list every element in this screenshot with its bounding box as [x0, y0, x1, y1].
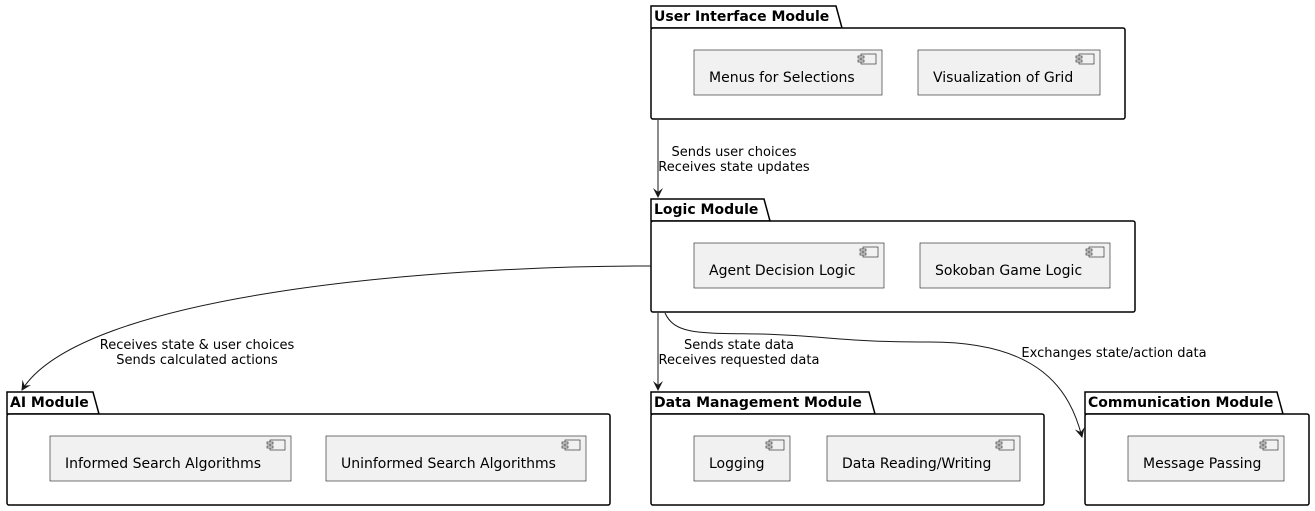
- component-menus-for-selections[interactable]: Menus for Selections: [693, 49, 883, 96]
- package-logic-module: Logic Module Agent Decision Logic Sokoba…: [650, 198, 1136, 313]
- component-label: Data Reading/Writing: [842, 456, 991, 472]
- component-sokoban-game-logic[interactable]: Sokoban Game Logic: [919, 242, 1111, 289]
- package-data-management-module: Data Management Module Logging Data Read…: [650, 391, 1045, 506]
- edge-logic-to-communication: Exchanges state/action data: [664, 312, 1207, 438]
- component-informed-search-algorithms[interactable]: Informed Search Algorithms: [49, 435, 292, 482]
- edge-ui-to-logic: Sends user choices Receives state update…: [653, 120, 810, 198]
- package-communication-module: Communication Module Message Passing: [1084, 391, 1310, 506]
- component-visualization-of-grid[interactable]: Visualization of Grid: [917, 49, 1101, 96]
- package-title: Data Management Module: [654, 395, 862, 411]
- component-label: Visualization of Grid: [933, 70, 1073, 86]
- component-label: Sokoban Game Logic: [935, 263, 1082, 279]
- component-label: Logging: [709, 456, 765, 472]
- edge-label-line: Exchanges state/action data: [1021, 346, 1206, 361]
- edge-logic-to-data: Sends state data Receives requested data: [653, 313, 820, 391]
- package-title: Logic Module: [654, 202, 758, 218]
- edge-label-line: Sends state data: [684, 338, 794, 353]
- component-label: Message Passing: [1143, 456, 1261, 472]
- edge-label-line: Receives state updates: [658, 160, 810, 175]
- edge-label-line: Receives requested data: [659, 353, 820, 368]
- package-title: Communication Module: [1088, 395, 1273, 411]
- component-label: Agent Decision Logic: [709, 263, 856, 279]
- edge-logic-to-ai: Receives state & user choices Sends calc…: [21, 265, 652, 391]
- component-message-passing[interactable]: Message Passing: [1127, 435, 1285, 482]
- component-logging[interactable]: Logging: [693, 435, 791, 482]
- package-user-interface-module: User Interface Module Menus for Selectio…: [650, 5, 1126, 120]
- edge-label-line: Sends calculated actions: [116, 353, 278, 368]
- package-ai-module: AI Module Informed Search Algorithms Uni…: [6, 391, 611, 506]
- component-data-reading-writing[interactable]: Data Reading/Writing: [826, 435, 1021, 482]
- package-title: User Interface Module: [654, 9, 829, 25]
- component-label: Menus for Selections: [709, 70, 855, 86]
- package-title: AI Module: [10, 395, 89, 411]
- component-agent-decision-logic[interactable]: Agent Decision Logic: [693, 242, 885, 289]
- component-label: Uninformed Search Algorithms: [341, 456, 556, 472]
- edge-label-line: Sends user choices: [671, 145, 796, 160]
- edge-label-line: Receives state & user choices: [100, 338, 295, 353]
- component-label: Informed Search Algorithms: [65, 456, 261, 472]
- component-uninformed-search-algorithms[interactable]: Uninformed Search Algorithms: [325, 435, 587, 482]
